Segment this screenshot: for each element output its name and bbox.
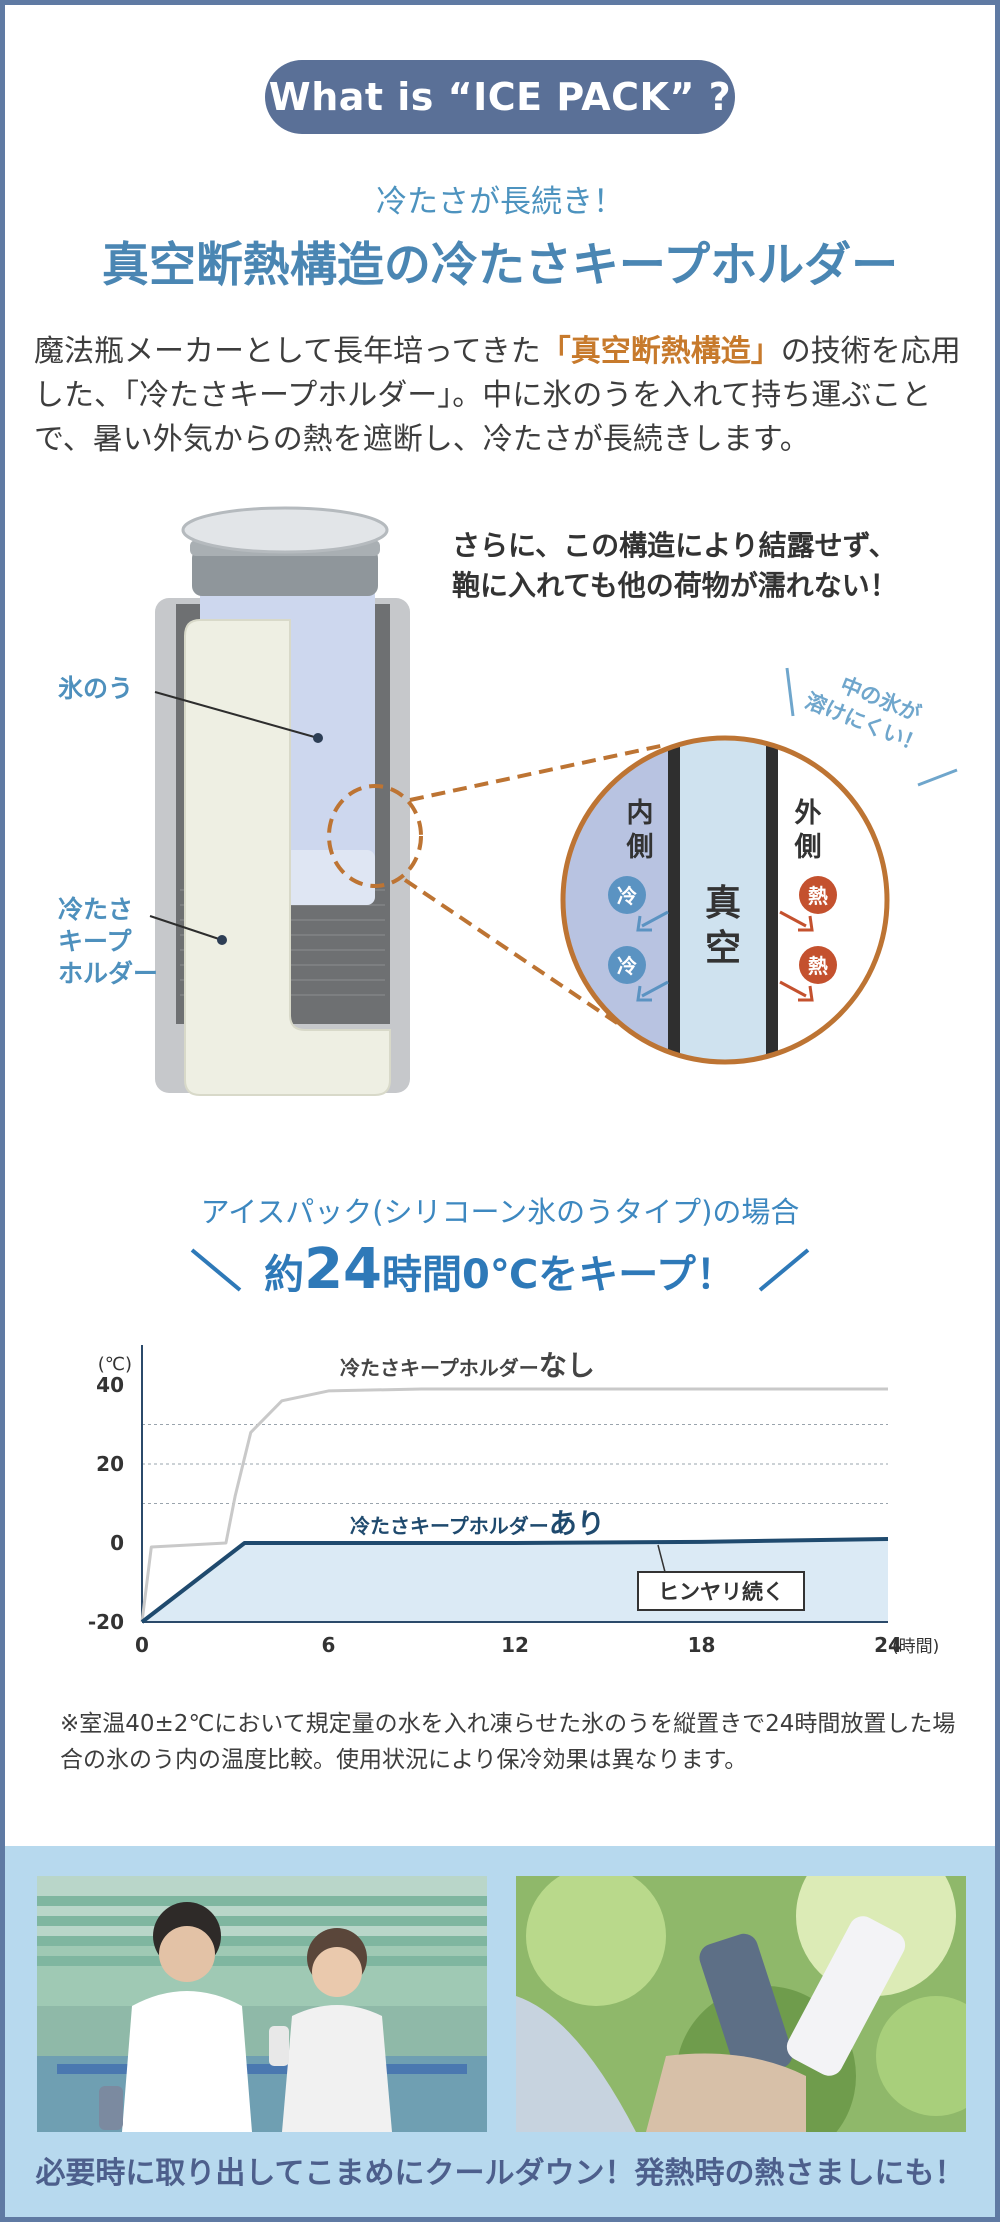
bottle-illustration (155, 506, 410, 1096)
cold-badge-2-text: 冷 (617, 954, 637, 978)
intro-paragraph: 魔法瓶メーカーとして長年培ってきた「真空断熱構造」の技術を応用した、「冷たさキー… (34, 330, 974, 462)
photo-bottles-garden (516, 1876, 966, 2132)
heat-badge-2-text: 熱 (808, 954, 828, 978)
result-claim: 約24時間0℃をキープ！ (264, 1237, 736, 1300)
hard-to-melt-stroke-right (917, 768, 958, 787)
section-badge-title: What is “ICE PACK” ? (268, 75, 732, 119)
slash-left (190, 1248, 242, 1292)
page-headline: 真空断熱構造の冷たさキープホルダー (101, 238, 899, 293)
eyebrow-text: 冷たさが長続き！ (376, 184, 624, 220)
annotation-text: ヒンヤリ続く (658, 1580, 784, 1604)
cold-badge-2: 冷 (608, 946, 669, 1002)
label-holder: 冷たさ キープ ホルダー (58, 895, 227, 988)
label-ice-bag-text: 氷のう (58, 674, 133, 703)
heat-badge-1: 熱 (779, 876, 837, 932)
label-ice-bag: 氷のう (58, 674, 323, 743)
label-holder-line3: ホルダー (58, 959, 158, 988)
footnote: ※室温40±2℃において規定量の水を入れ凍らせた氷のうを縦置きで24時間放置した… (60, 1711, 956, 1773)
result-hours: 24 (304, 1237, 382, 1300)
hard-to-melt-stroke-left (785, 667, 795, 717)
hard-to-melt-note: 中の氷が 溶けにくい！ (802, 673, 927, 758)
heat-badge-1-text: 熱 (808, 884, 828, 908)
label-holder-line1: 冷たさ (58, 895, 133, 924)
vacuum-char-2: 空 (705, 928, 741, 969)
x-tick-label: 12 (501, 1633, 529, 1657)
claim-line-1: さらに、この構造により結露せず、 (452, 529, 897, 562)
inner-side-char-1: 内 (627, 798, 654, 829)
vacuum-char-1: 真 (705, 883, 741, 924)
slash-right (758, 1248, 810, 1292)
inner-side-char-2: 側 (626, 832, 654, 863)
intro-highlight: 「真空断熱構造」 (540, 334, 781, 369)
x-tick-label: 6 (322, 1633, 336, 1657)
outer-side-char-2: 側 (794, 832, 822, 863)
y-tick-label: -20 (88, 1610, 124, 1634)
annotation-box (637, 1571, 805, 1611)
x-tick-label: 18 (688, 1633, 716, 1657)
photo-couple-stadium (37, 1876, 487, 2132)
footer-caption: 必要時に取り出してこまめにクールダウン！発熱時の熱さましにも！ (35, 2156, 965, 2191)
intro-text-before: 魔法瓶メーカーとして長年培ってきた (34, 334, 541, 369)
series-label-with-holder: 冷たさキープホルダーあり (350, 1507, 605, 1540)
x-tick-label: 24 (874, 1633, 902, 1657)
result-heading: アイスパック(シリコーン氷のうタイプ)の場合 約24時間0℃をキープ！ (190, 1195, 810, 1300)
y-axis-unit: (℃) (98, 1354, 132, 1375)
outer-side-char-1: 外 (795, 798, 822, 829)
label-holder-line2: キープ (58, 927, 133, 956)
claim-line-2: 鞄に入れても他の荷物が濡れない！ (452, 569, 898, 602)
temperature-chart: 40 20 0 -20 0 6 12 18 24 (℃) (時間) 冷たさキープホルダーなし冷たさキー… (88, 1345, 939, 1657)
vacuum-label: 真 空 (705, 883, 741, 969)
y-tick-label: 0 (110, 1531, 124, 1555)
cold-badge-1-text: 冷 (617, 884, 637, 908)
result-suffix: 時間0℃をキープ！ (382, 1252, 736, 1298)
section-badge: What is “ICE PACK” ? (265, 60, 735, 134)
outer-side-label: 外 側 (794, 798, 822, 863)
x-axis-unit: (時間) (892, 1637, 939, 1657)
inner-side-label: 内 側 (626, 798, 654, 863)
result-condition: アイスパック(シリコーン氷のうタイプ)の場合 (201, 1195, 800, 1229)
series-line-without-holder (140, 1387, 888, 1623)
series-label-without-holder: 冷たさキープホルダーなし (340, 1349, 595, 1382)
annotation-leader (657, 1544, 666, 1573)
y-tick-label: 20 (96, 1452, 124, 1476)
y-tick-label: 40 (96, 1373, 124, 1397)
cold-badge-1: 冷 (608, 876, 669, 932)
intro-text-after: の技術を応用した、「冷たさキープホルダー」。中に氷のうを入れて持ち運ぶことで、暑… (34, 334, 961, 457)
series-line-with-holder (140, 1537, 889, 1624)
heat-badge-2: 熱 (779, 946, 837, 1002)
result-prefix: 約 (264, 1252, 304, 1298)
holder-diagram: 氷のう 冷たさ キープ ホルダー さらに、この構造により結露せず、 鞄に入れても… (58, 506, 958, 1096)
x-tick-label: 0 (135, 1633, 149, 1657)
